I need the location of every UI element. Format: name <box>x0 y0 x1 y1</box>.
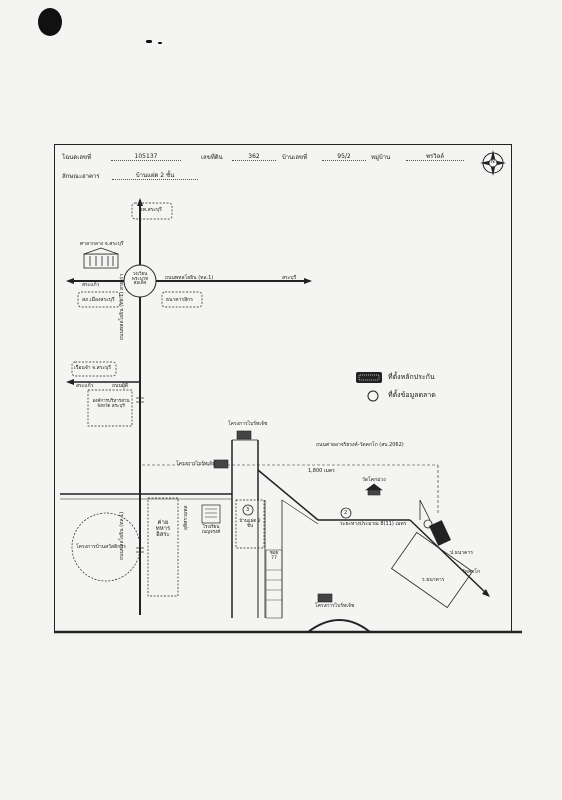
deed-label: โฉนดเลขที่ <box>62 154 92 161</box>
building-type-label: ลักษณะอาคาร <box>62 173 100 180</box>
to-saraburi-right-label: สระบุรี <box>282 275 297 281</box>
side-text-label: อุทิศรวมพล <box>183 505 189 530</box>
compass-rose-icon: N <box>478 148 508 182</box>
hospital-label: รพ.สระบุรี <box>140 207 162 213</box>
soi-label: ซอย 77 <box>269 551 279 561</box>
house-no-label: บ้านเลขที่ <box>282 154 308 161</box>
camp-label: ค่าย ทหารอิสระ <box>155 519 171 538</box>
land-no-label: เลขที่ดิน <box>201 154 223 161</box>
building-type-value: บ้านแฝด 2 ชั้น <box>112 173 198 180</box>
police-label: สภ.เมืองสระบุรี <box>82 297 115 303</box>
district-office-label: องค์การบริหารส่วนจังหวัด สระบุรี <box>92 399 130 409</box>
school-label: โรงเรียน เบญจรงค์ <box>201 525 221 535</box>
market-no-2-label: 2 <box>344 510 348 516</box>
scan-blot <box>38 8 62 36</box>
scan-blot-small <box>146 40 152 43</box>
bank-label: ธนาคารสิกร <box>166 297 193 303</box>
project-mid-label: โครงการไบร์ทเจ้ช <box>176 461 216 467</box>
road-wat-label: ถนนค่ายอาจริยรงค์-วัดคกโก (สบ.2062) <box>316 442 404 448</box>
land-no-value: 362 <box>232 154 276 161</box>
cemetery-label: ป.ธนาคาร <box>450 550 473 556</box>
road-side-label: ถนนผู้ดี <box>112 383 129 389</box>
legend-collateral-label: ที่ตั้งหลักประกัน <box>388 373 435 381</box>
village-label: หมู่บ้าน <box>371 154 391 161</box>
project-top-label: โครงการไบร์ทเจ้ช <box>228 421 268 427</box>
road-phahon-label: ถนนพหลโยธิน (ทล.1) <box>165 275 214 281</box>
compass-letter: N <box>491 159 495 165</box>
project-left-label: โครงการบ้านสวัสดิการ <box>76 544 126 550</box>
monument-label: วงเวียน พระบาทสมเด็จ <box>131 272 149 286</box>
house-no-value: 95/2 <box>322 154 366 161</box>
deed-value: 105137 <box>111 154 181 161</box>
village-value: พรวิลล์ <box>406 154 464 161</box>
distance-1-label: 1,800 เมตร <box>308 468 335 474</box>
gov-area-label: ร.ธนาคาร <box>422 577 445 583</box>
scan-blot-small <box>158 42 162 44</box>
city-hall-icon <box>83 247 119 269</box>
vertical-road-1-label: ถนนพหลโยธิน (ทล.1) สายเก่า <box>119 273 125 340</box>
subject-no-label: 3 <box>246 507 250 513</box>
subject-house-label: บ้านแฝด 2 ชั้น <box>239 519 261 529</box>
vertical-road-2-label: ถนนพหลโยธิน (ทล.1) <box>119 511 125 560</box>
to-saraburi-left2-label: สระแก้ว <box>76 383 94 389</box>
to-saraburi-left-label: สระแก้ว <box>82 282 100 288</box>
wat-arrow-label: วัดคกโก <box>462 569 481 575</box>
temple-label: วัดโคกม่วง <box>362 477 386 483</box>
project-bottom-label: โครงการไบร์ทเจ้ช <box>315 603 355 609</box>
legend-market-label: ที่ตั้งข้อมูลตลาด <box>388 391 436 399</box>
distance-2-label: ระยะทางประมาณ 8(11) เมตร <box>340 521 407 527</box>
city-hall-label: ศาลากลาง จ.สระบุรี <box>80 241 124 247</box>
prison-label: เรือนจำ จ.สระบุรี <box>74 365 111 371</box>
